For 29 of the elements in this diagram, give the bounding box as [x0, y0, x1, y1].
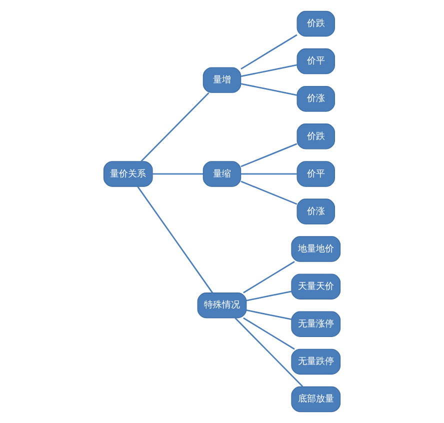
node-box: 价跌: [296, 10, 335, 37]
connector: [240, 83, 298, 96]
node-box: 价平: [296, 48, 335, 74]
connector: [240, 64, 298, 78]
node-box: 量缩: [202, 161, 242, 187]
node-box: 量价关系: [103, 161, 153, 187]
connector: [137, 186, 214, 294]
connector: [246, 290, 292, 302]
node-box: 价平: [296, 161, 335, 187]
connector: [140, 92, 210, 162]
connector: [240, 173, 297, 175]
node-box: 底部放量: [291, 386, 341, 412]
connector: [234, 318, 304, 387]
node-box: 无量涨停: [291, 311, 341, 338]
node-box: 量增: [202, 67, 242, 93]
connector: [246, 310, 292, 320]
node-box: 价涨: [296, 86, 335, 112]
node-box: 价跌: [296, 124, 335, 150]
node-box: 价涨: [296, 198, 335, 224]
node-box: 特殊情况: [197, 292, 247, 318]
connector: [152, 173, 204, 175]
node-box: 无量跌停: [291, 348, 341, 375]
connector: [243, 261, 295, 294]
connector: [240, 143, 298, 168]
node-box: 天量天价: [291, 274, 341, 300]
connector: [240, 180, 298, 205]
node-box: 地量地价: [291, 236, 341, 262]
connector: [240, 34, 298, 70]
connector: [243, 317, 295, 350]
